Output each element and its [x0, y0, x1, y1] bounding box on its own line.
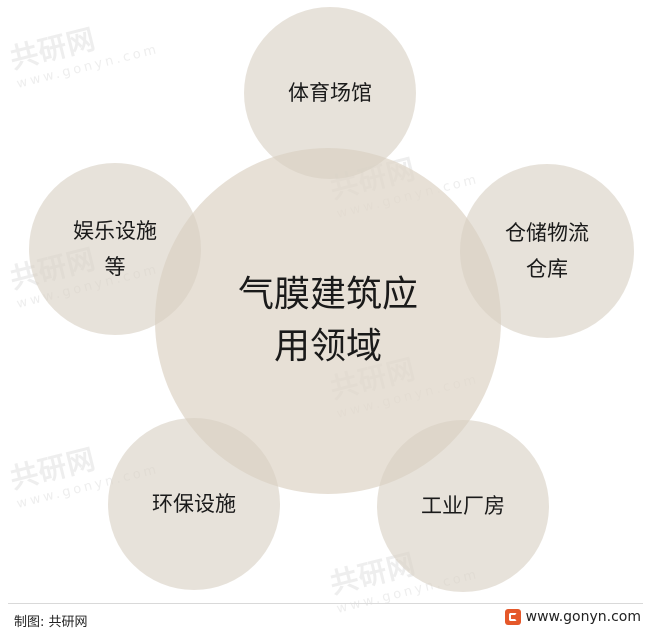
node-label-line: 等: [104, 255, 126, 279]
node-environmental-facilities: 环保设施: [108, 418, 280, 590]
node-label-line: 娱乐设施: [73, 219, 157, 243]
watermark: 共研网 www.gonyn.com: [6, 3, 161, 92]
node-label-line: 环保设施: [152, 492, 236, 516]
footer-source: 制图: 共研网: [14, 615, 88, 630]
node-industrial-plants: 工业厂房: [377, 420, 549, 592]
node-label: 环保设施: [152, 486, 236, 522]
node-label-line: 仓储物流: [505, 221, 589, 245]
watermark-url: www.gonyn.com: [15, 41, 161, 92]
footer-website[interactable]: www.gonyn.com: [504, 609, 641, 625]
node-label: 工业厂房: [421, 488, 505, 524]
center-label-line: 用领域: [273, 326, 382, 367]
node-label-line: 体育场馆: [288, 81, 372, 105]
brand-logo-icon: [504, 609, 521, 625]
node-label: 仓储物流 仓库: [505, 215, 589, 287]
node-label-line: 仓库: [526, 257, 568, 281]
node-logistics-warehouse: 仓储物流 仓库: [460, 164, 634, 338]
footer-website-label: www.gonyn.com: [525, 609, 641, 625]
footer-divider: [8, 603, 643, 604]
node-entertainment-facilities: 娱乐设施 等: [29, 163, 201, 335]
node-label: 体育场馆: [288, 75, 372, 111]
watermark-brand: 共研网: [6, 22, 100, 76]
node-label-line: 工业厂房: [421, 494, 505, 518]
center-label-line: 气膜建筑应: [237, 274, 418, 315]
node-sports-venues: 体育场馆: [244, 7, 416, 179]
center-label: 气膜建筑应 用领域: [238, 269, 418, 373]
node-label: 娱乐设施 等: [73, 213, 157, 285]
